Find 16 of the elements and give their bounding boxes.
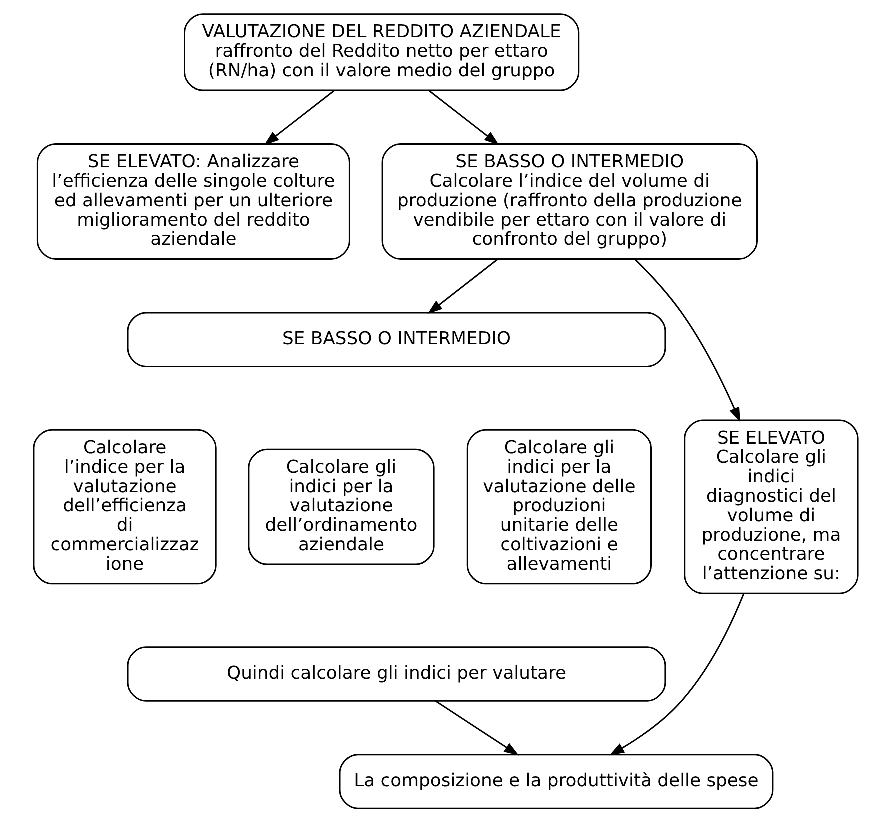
arrow (634, 258, 741, 423)
node-box: SE ELEVATO Calcolare gli indici diagnostici del volume di produzione, ma concentrare l’attenzione su: (684, 420, 859, 594)
node-box: Calcolare gli indici per la valutazione delle produzioni unitarie delle coltivazioni e allevamenti (466, 429, 652, 585)
arrow (435, 700, 520, 756)
node-box: Quindi calcolare gli indici per valutare (127, 646, 666, 702)
arrow (428, 90, 500, 146)
arrow (264, 90, 335, 146)
node-box: SE BASSO O INTERMEDIO Calcolare l’indice del volume di produzione (raffronto della produzione vendibile per ettaro con il valore di confronto del gruppo) (382, 144, 758, 260)
node-box: VALUTAZIONE DEL REDDITO AZIENDALE raffronto del Reddito netto per ettaro (RN/ha) con il valore medio del gruppo (184, 14, 580, 92)
node-box: Calcolare gli indici per la valutazione dell’ordinamento aziendale (248, 448, 435, 566)
node-box: SE BASSO O INTERMEDIO (127, 312, 666, 368)
node-box: Calcolare l’indice per la valutazione dell’efficienza di commercializzaz ione (33, 429, 217, 585)
node-box: La composizione e la produttività delle spese (339, 754, 774, 810)
arrow (610, 594, 745, 756)
node-box: SE ELEVATO: Analizzare l’efficienza delle singole colture ed allevamenti per un ulteriore miglioramento del reddito aziendale (36, 144, 350, 260)
arrow (428, 258, 498, 314)
